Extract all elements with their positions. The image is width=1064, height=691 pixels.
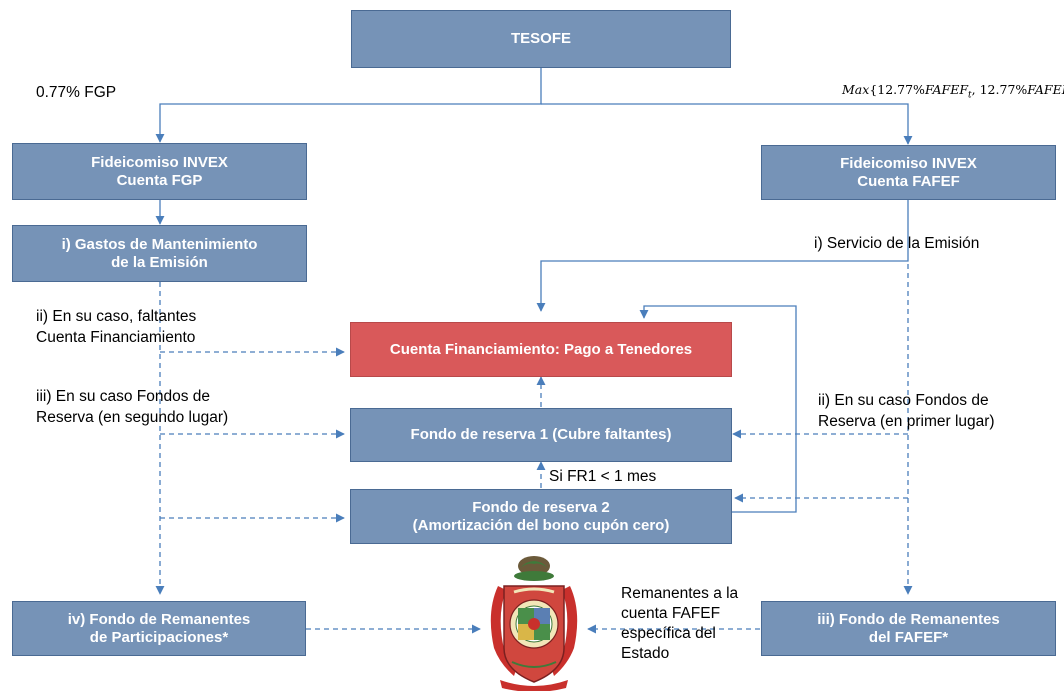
box-rem-part-line2: de Participaciones* — [89, 628, 229, 646]
box-fondo-reserva-2: Fondo de reserva 2 (Amortización del bon… — [350, 489, 732, 544]
arrow-tesofe-to-invex-fafef — [541, 103, 913, 145]
arrow-tesofe-to-invex-fgp — [155, 68, 542, 143]
label-faltantes: ii) En su caso, faltantes Cuenta Financi… — [36, 308, 197, 346]
box-tesofe-label: TESOFE — [510, 30, 571, 47]
box-gastos-line1: i) Gastos de Mantenimiento — [61, 235, 258, 253]
box-fondo-reserva-2-line1: Fondo de reserva 2 — [472, 498, 610, 516]
box-rem-fafef-line1: iii) Fondo de Remanentes — [817, 610, 1000, 628]
label-remanentes-estado: Remanentes a la cuenta FAFEF específica … — [621, 585, 739, 662]
box-tesofe: TESOFE — [351, 10, 731, 68]
arrow-invex-fafef-to-cuenta — [536, 200, 909, 312]
box-fondo-reserva-1-label: Fondo de reserva 1 (Cubre faltantes) — [410, 426, 672, 443]
label-si-fr1: Si FR1 < 1 mes — [549, 468, 657, 485]
box-fondo-reserva-1: Fondo de reserva 1 (Cubre faltantes) — [350, 408, 732, 462]
box-gastos-mantenimiento: i) Gastos de Mantenimiento de la Emisión — [12, 225, 307, 282]
box-rem-fafef-line2: del FAFEF* — [868, 628, 949, 646]
box-remanentes-participaciones: iv) Fondo de Remanentes de Participacion… — [12, 601, 306, 656]
label-fgp-percentage: 0.77% FGP — [36, 84, 117, 101]
box-invex-fafef-line1: Fideicomiso INVEX — [840, 154, 977, 172]
box-invex-fafef: Fideicomiso INVEX Cuenta FAFEF — [761, 145, 1056, 200]
arrow-fondo2-loop-to-cuenta — [639, 305, 797, 513]
label-fondos-primer-lugar: ii) En su caso Fondos de Reserva (en pri… — [818, 392, 995, 430]
box-invex-fafef-line2: Cuenta FAFEF — [857, 172, 960, 190]
state-coat-of-arms-icon — [490, 556, 578, 691]
box-fondo-reserva-2-line2: (Amortización del bono cupón cero) — [412, 516, 670, 534]
box-cuenta-financiamiento-label: Cuenta Financiamiento: Pago a Tenedores — [389, 340, 693, 358]
label-fondos-segundo-lugar: iii) En su caso Fondos de Reserva (en se… — [36, 388, 229, 426]
box-invex-fgp-line1: Fideicomiso INVEX — [91, 153, 228, 171]
box-rem-part-line1: iv) Fondo de Remanentes — [67, 610, 251, 628]
box-cuenta-financiamiento: Cuenta Financiamiento: Pago a Tenedores — [350, 322, 732, 377]
box-remanentes-fafef: iii) Fondo de Remanentes del FAFEF* — [761, 601, 1056, 656]
label-max-formula: Max{12.77%FAFEFt, 12.77%FAFEF2013} — [842, 82, 1064, 101]
box-invex-fgp: Fideicomiso INVEX Cuenta FGP — [12, 143, 307, 200]
label-servicio-emision: i) Servicio de la Emisión — [814, 235, 980, 252]
box-invex-fgp-line2: Cuenta FGP — [116, 171, 203, 189]
box-gastos-line2: de la Emisión — [111, 253, 208, 271]
